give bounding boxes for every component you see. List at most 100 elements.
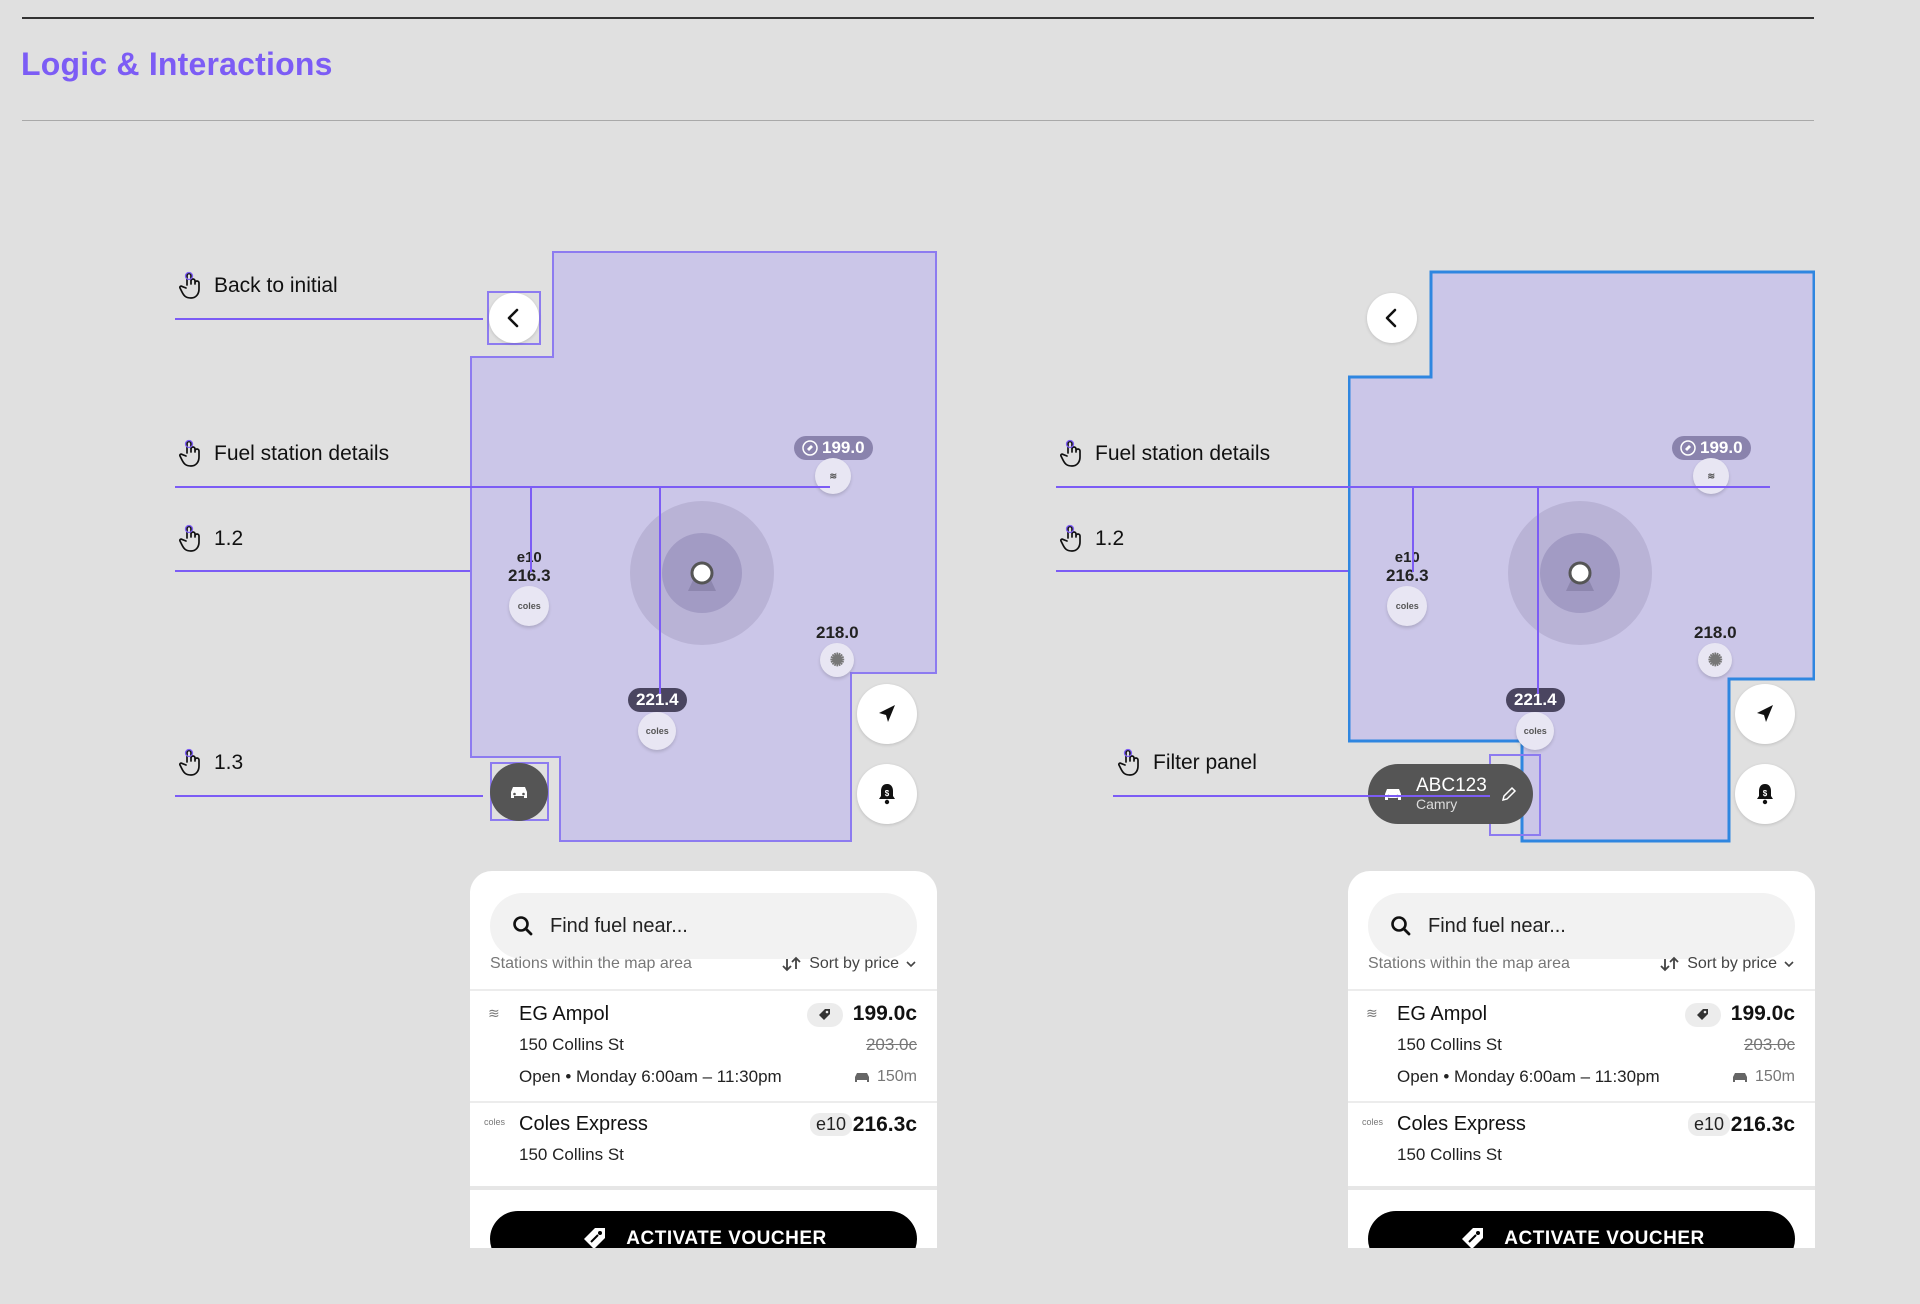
- activate-voucher-button[interactable]: ACTIVATE VOUCHER: [490, 1211, 917, 1248]
- car-icon: [1385, 789, 1401, 800]
- annotation-line: [1537, 486, 1539, 694]
- divider: [470, 1101, 937, 1103]
- vehicle-filter-panel[interactable]: ABC123 Camry: [1368, 764, 1533, 824]
- price-alert-button[interactable]: $: [1735, 764, 1795, 824]
- title-divider: [22, 120, 1814, 121]
- car-icon: [1732, 1073, 1747, 1082]
- map-pin-216[interactable]: e10 216.3 coles: [508, 549, 551, 626]
- hand-pointer-icon: [179, 748, 200, 776]
- sort-arrows-icon: [1660, 956, 1679, 972]
- list-subheading: Stations within the map area Sort by pri…: [490, 955, 917, 973]
- station-row[interactable]: coles Coles Express 150 Collins St e10 2…: [1362, 1113, 1795, 1164]
- voucher-tag-icon: [1462, 1228, 1484, 1248]
- annotation-label: 1.3: [214, 751, 244, 774]
- annotation-label: Fuel station details: [1095, 442, 1271, 465]
- pin-price-badge: 199.0: [1672, 436, 1751, 460]
- annotation-line: [530, 486, 532, 572]
- annotation-line: [175, 486, 830, 488]
- chevron-left-icon: [507, 308, 519, 328]
- pencil-icon[interactable]: [1499, 784, 1519, 804]
- navigation-arrow-icon: [1757, 705, 1773, 722]
- station-row[interactable]: ≋ EG Ampol 150 Collins St Open • Monday …: [1366, 1002, 1795, 1086]
- station-row[interactable]: coles Coles Express 150 Collins St e10 2…: [484, 1113, 917, 1164]
- section-title: Logic & Interactions: [21, 46, 333, 82]
- voucher-tag-icon: [1680, 440, 1696, 456]
- station-row[interactable]: ≋ EG Ampol 150 Collins St Open • Monday …: [488, 1002, 917, 1086]
- map-pin-218[interactable]: 218.0 ✺: [1694, 623, 1737, 677]
- map-overlay: [470, 251, 937, 842]
- annotation-label: Fuel station details: [214, 442, 390, 465]
- sort-arrows-icon: [782, 956, 801, 972]
- annotation-line: [175, 570, 483, 572]
- map-pin-218[interactable]: 218.0 ✺: [816, 623, 859, 677]
- map-pin-199[interactable]: 199.0 ≋: [1672, 436, 1751, 494]
- hand-pointer-icon: [179, 439, 200, 467]
- back-button[interactable]: [1367, 293, 1417, 343]
- annotation-label: 1.2: [214, 527, 244, 550]
- price-alert-button[interactable]: $: [857, 764, 917, 824]
- annotation-line: [175, 795, 483, 797]
- coles-logo-icon: coles: [509, 586, 550, 626]
- divider: [470, 989, 937, 991]
- search-input[interactable]: Find fuel near...: [490, 893, 917, 959]
- car-icon: [854, 1073, 869, 1082]
- map-pin-216[interactable]: e10 216.3 coles: [1386, 549, 1429, 626]
- annotation-label: 1.2: [1095, 527, 1125, 550]
- divider: [1348, 1186, 1815, 1190]
- vehicle-model: Camry: [1416, 796, 1458, 812]
- divider: [1348, 989, 1815, 991]
- voucher-tag-icon: [802, 440, 818, 456]
- annotation-1-2: 1.2: [1059, 524, 1124, 554]
- back-button[interactable]: [489, 293, 539, 343]
- chevron-down-icon: [1784, 961, 1794, 968]
- map-pin-199[interactable]: 199.0 ≋: [794, 436, 873, 494]
- svg-text:$: $: [1763, 789, 1768, 798]
- annotation-1-3: 1.3: [178, 748, 243, 778]
- phone-screen-right: 199.0 ≋ e10 216.3 coles 218.0 ✺ 221.4 co…: [1348, 251, 1815, 1248]
- hand-pointer-icon: [1060, 524, 1081, 552]
- hand-pointer-icon: [1060, 439, 1081, 467]
- annotation-fuel-station-details: Fuel station details: [178, 439, 389, 469]
- coles-logo-icon: coles: [484, 1117, 506, 1127]
- vehicle-plate: ABC123: [1416, 775, 1487, 796]
- voucher-tag-icon: [584, 1228, 606, 1248]
- sort-dropdown[interactable]: Sort by price: [781, 955, 917, 973]
- coles-logo-icon: coles: [1387, 586, 1428, 626]
- sort-dropdown[interactable]: Sort by price: [1659, 955, 1795, 973]
- search-icon: [513, 916, 533, 936]
- annotation-filter-panel: Filter panel: [1117, 748, 1257, 778]
- voucher-tag-icon: [807, 1003, 843, 1027]
- pin-price-badge: 221.4: [628, 688, 687, 712]
- phone-screen-left: 199.0 ≋ e10 216.3 coles 218.0 ✺ 221.4 co…: [470, 251, 937, 1248]
- activate-voucher-button[interactable]: ACTIVATE VOUCHER: [1368, 1211, 1795, 1248]
- annotation-1-2: 1.2: [178, 524, 243, 554]
- annotation-label: Back to initial: [214, 274, 338, 297]
- map-pin-221[interactable]: 221.4 coles: [628, 688, 687, 750]
- chevron-down-icon: [906, 961, 916, 968]
- divider: [470, 1186, 937, 1190]
- recenter-location-button[interactable]: [857, 684, 917, 744]
- pin-price-badge: 199.0: [794, 436, 873, 460]
- recenter-location-button[interactable]: [1735, 684, 1795, 744]
- vehicle-filter-button[interactable]: [490, 763, 548, 821]
- annotation-line: [1056, 570, 1364, 572]
- divider: [1348, 1101, 1815, 1103]
- annotation-line: [1113, 795, 1490, 797]
- annotation-fuel-station-details: Fuel station details: [1059, 439, 1270, 469]
- ampol-logo-icon: ≋: [815, 458, 852, 494]
- coles-logo-icon: coles: [1362, 1117, 1384, 1127]
- map-overlay: [1348, 270, 1815, 843]
- station-list-sheet: Find fuel near... Stations within the ma…: [1348, 871, 1815, 1248]
- search-input[interactable]: Find fuel near...: [1368, 893, 1795, 959]
- annotation-line: [1412, 486, 1414, 572]
- hand-pointer-icon: [1118, 748, 1139, 776]
- top-divider: [22, 17, 1814, 19]
- map-pin-221[interactable]: 221.4 coles: [1506, 688, 1565, 750]
- shell-logo-icon: ✺: [1698, 643, 1733, 677]
- pin-price-badge: 221.4: [1506, 688, 1565, 712]
- annotation-line: [659, 486, 661, 694]
- price-alert-bell-icon: $: [1757, 784, 1773, 805]
- annotation-line: [175, 318, 483, 320]
- hand-pointer-icon: [179, 524, 200, 552]
- shell-logo-icon: ✺: [820, 643, 855, 677]
